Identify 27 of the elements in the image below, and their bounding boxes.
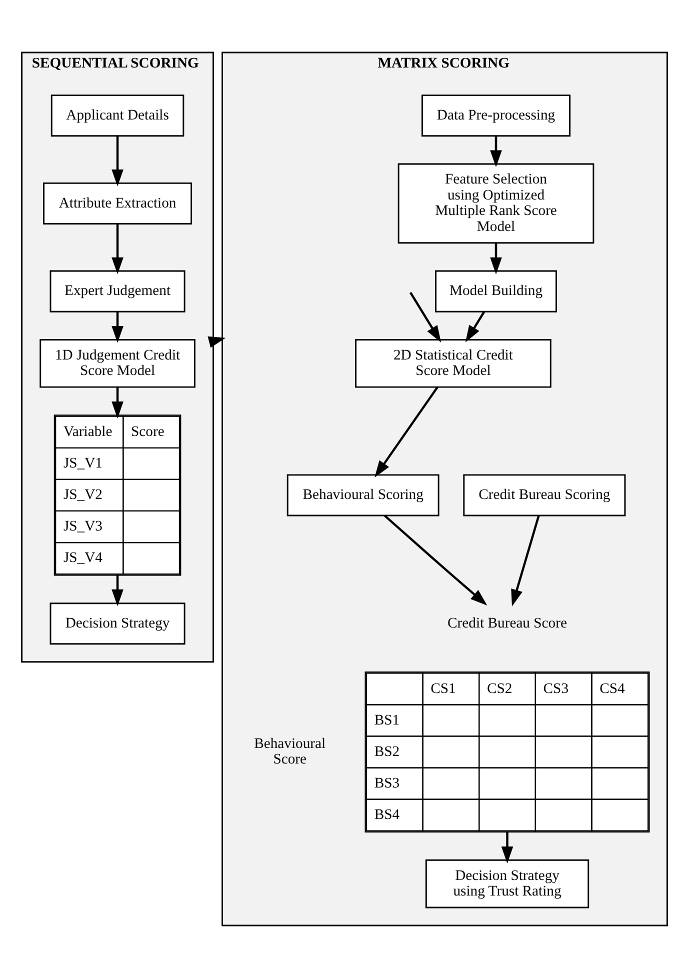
node-box: Attribute Extraction xyxy=(43,182,192,224)
node-box: Decision Strategy using Trust Rating xyxy=(425,858,590,908)
arrow xyxy=(112,224,124,274)
node-box: Model Building xyxy=(435,270,557,312)
arrow xyxy=(112,575,124,606)
node-box: Decision Strategy xyxy=(50,602,186,644)
node-box: Data Pre-processing xyxy=(421,94,571,136)
arrow xyxy=(490,136,502,167)
node-box: Behavioural Scoring xyxy=(286,474,440,516)
arrow xyxy=(490,242,502,274)
node-label: Behavioural Score xyxy=(254,735,326,768)
arrow xyxy=(374,386,438,478)
arrow xyxy=(511,514,540,606)
node-box: Credit Bureau Scoring xyxy=(463,474,626,516)
arrow xyxy=(501,832,514,863)
arrow xyxy=(384,514,488,605)
arrow xyxy=(465,310,486,342)
node-box: 2D Statistical Credit Score Model xyxy=(355,338,552,388)
node-box: Expert Judgement xyxy=(50,270,186,312)
arrow xyxy=(112,386,124,418)
node-box: Feature Selection using Optimized Multiple Rank Score Model xyxy=(398,162,594,244)
arrow xyxy=(409,291,442,342)
node-box: Applicant Details xyxy=(50,94,184,136)
arrow xyxy=(112,311,124,342)
node-box: 1D Judgement Credit Score Model xyxy=(40,338,196,388)
node-text: Credit Bureau Score xyxy=(448,614,567,631)
arrow xyxy=(112,136,124,186)
